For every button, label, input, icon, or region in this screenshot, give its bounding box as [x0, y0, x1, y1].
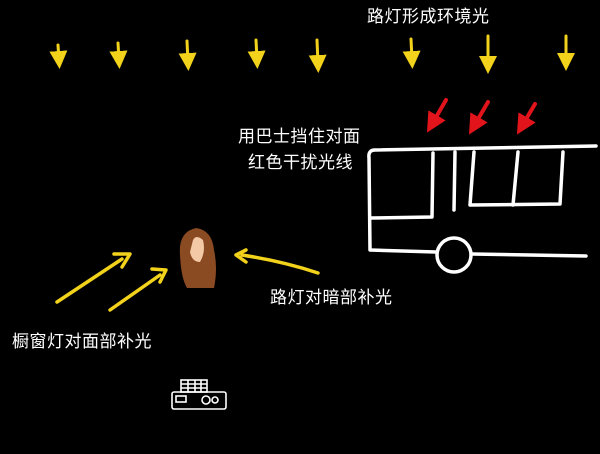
ambient-arrow [402, 37, 421, 69]
streetlight-fill-arrow [234, 248, 320, 275]
window-fill-arrows [55, 252, 168, 312]
woman-portrait-icon [179, 228, 216, 288]
streetlight-fill-label: 路灯对暗部补光 [270, 288, 393, 308]
red-arrow [468, 100, 490, 135]
fill-arrow [108, 273, 162, 312]
red-arrow [426, 98, 448, 133]
bus-block-label-line1: 用巴士挡住对面 [238, 127, 361, 147]
fill-arrow-head [150, 267, 168, 284]
window-fill-label: 橱窗灯对面部补光 [12, 332, 152, 352]
ambient-light-label: 路灯形成环境光 [367, 7, 490, 27]
red-light-arrows [426, 98, 537, 135]
bus-outline-icon [367, 144, 598, 274]
ambient-arrow [247, 38, 266, 69]
camera-icon [171, 379, 227, 410]
bus-block-label-line2: 红色干扰光线 [248, 153, 353, 173]
ambient-arrow [109, 41, 128, 69]
ambient-arrow [178, 39, 197, 71]
ambient-light-arrows [49, 34, 575, 74]
fill-arrow [55, 257, 124, 304]
fill-arrow-head [112, 252, 132, 269]
red-arrow [516, 102, 537, 135]
ambient-arrow [49, 43, 68, 69]
ambient-arrow [308, 38, 327, 73]
